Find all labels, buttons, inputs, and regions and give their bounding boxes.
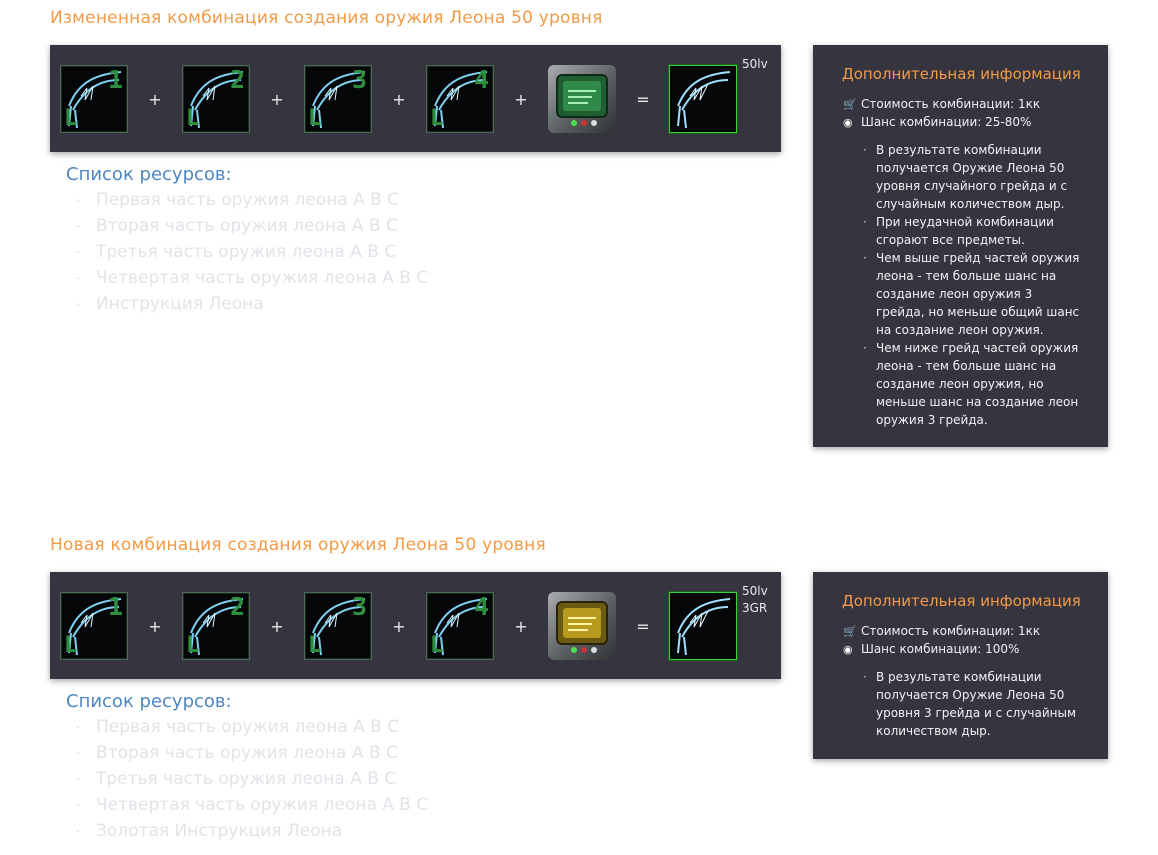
resource-item: ·Четвертая часть оружия леона А В С xyxy=(76,268,429,288)
combination-section-new: Новая комбинация создания оружия Леона 5… xyxy=(0,527,1158,855)
weapon-part-slot-1[interactable]: 1 L xyxy=(60,65,128,133)
grade-letter: L xyxy=(186,633,200,658)
part-number: 4 xyxy=(473,592,489,621)
resources-title: Список ресурсов: xyxy=(66,164,232,185)
info-title: Дополнительная информация xyxy=(842,592,1081,610)
weapon-part-slot-2[interactable]: 2 L xyxy=(182,65,250,133)
combination-cost: 🛒Стоимость комбинации: 1кк xyxy=(843,624,1041,638)
grade-letter: L xyxy=(186,106,200,131)
info-title: Дополнительная информация xyxy=(842,65,1081,83)
info-note: В результате комбинации получается Оружи… xyxy=(863,668,1083,740)
weapon-part-slot-4[interactable]: 4 L xyxy=(426,65,494,133)
part-number: 2 xyxy=(229,592,245,621)
section-title: Новая комбинация создания оружия Леона 5… xyxy=(50,535,546,555)
plus-sign: + xyxy=(148,617,162,636)
result-level-label: 50lv xyxy=(742,57,768,71)
resource-item: ·Вторая часть оружия леона А В С xyxy=(76,743,398,763)
info-note: В результате комбинации получается Оружи… xyxy=(863,141,1083,213)
plus-sign: + xyxy=(270,90,284,109)
part-number: 2 xyxy=(229,65,245,94)
plus-sign: + xyxy=(270,617,284,636)
combination-section-modified: Измененная комбинация создания оружия Ле… xyxy=(0,0,1158,470)
leon-instruction-green-book-icon[interactable] xyxy=(548,65,616,133)
weapon-part-slot-2[interactable]: 2 L xyxy=(182,592,250,660)
additional-info-panel: Дополнительная информация 🛒Стоимость ком… xyxy=(813,45,1108,447)
part-number: 4 xyxy=(473,65,489,94)
info-note: Чем выше грейд частей оружия леона - тем… xyxy=(863,249,1083,339)
info-notes: В результате комбинации получается Оружи… xyxy=(863,668,1083,740)
part-number: 3 xyxy=(351,592,367,621)
plus-sign: + xyxy=(514,617,528,636)
plus-sign: + xyxy=(148,90,162,109)
resources-list: ·Первая часть оружия леона А В С ·Вторая… xyxy=(76,188,428,318)
grade-letter: L xyxy=(308,633,322,658)
resources-list: ·Первая часть оружия леона А В С ·Вторая… xyxy=(76,715,428,845)
part-number: 3 xyxy=(351,65,367,94)
additional-info-panel: Дополнительная информация 🛒Стоимость ком… xyxy=(813,572,1108,759)
weapon-part-slot-1[interactable]: 1 L xyxy=(60,592,128,660)
weapon-part-slot-4[interactable]: 4 L xyxy=(426,592,494,660)
weapon-part-slot-3[interactable]: 3 L xyxy=(304,592,372,660)
result-leon-weapon-slot[interactable] xyxy=(669,592,737,660)
plus-sign: + xyxy=(392,90,406,109)
recipe-panel: 1 L + 2 L + 3 L + 4 L + = xyxy=(50,45,781,152)
info-note: При неудачной комбинации сгорают все пре… xyxy=(863,213,1083,249)
info-notes: В результате комбинации получается Оружи… xyxy=(863,141,1083,429)
equals-sign: = xyxy=(636,617,650,636)
cart-icon: 🛒 xyxy=(843,98,857,111)
combination-chance: ◉Шанс комбинации: 100% xyxy=(843,642,1020,656)
grade-letter: L xyxy=(308,106,322,131)
resources-title: Список ресурсов: xyxy=(66,691,232,712)
combination-chance: ◉Шанс комбинации: 25-80% xyxy=(843,115,1032,129)
chance-icon: ◉ xyxy=(843,643,853,656)
plus-sign: + xyxy=(392,617,406,636)
equals-sign: = xyxy=(636,90,650,109)
resource-item: ·Третья часть оружия леона А В С xyxy=(76,242,397,262)
cart-icon: 🛒 xyxy=(843,625,857,638)
leon-instruction-gold-book-icon[interactable] xyxy=(548,592,616,660)
result-leon-weapon-slot[interactable] xyxy=(669,65,737,133)
resource-item: ·Золотая Инструкция Леона xyxy=(76,821,343,841)
part-number: 1 xyxy=(107,65,123,94)
part-number: 1 xyxy=(107,592,123,621)
grade-letter: L xyxy=(64,633,78,658)
combination-cost: 🛒Стоимость комбинации: 1кк xyxy=(843,97,1041,111)
resource-item: ·Первая часть оружия леона А В С xyxy=(76,190,400,210)
grade-letter: L xyxy=(64,106,78,131)
resource-item: ·Первая часть оружия леона А В С xyxy=(76,717,400,737)
resource-item: ·Вторая часть оружия леона А В С xyxy=(76,216,398,236)
weapon-part-slot-3[interactable]: 3 L xyxy=(304,65,372,133)
result-level-label: 50lv 3GR xyxy=(742,584,768,615)
resource-item: ·Инструкция Леона xyxy=(76,294,264,314)
resource-item: ·Четвертая часть оружия леона А В С xyxy=(76,795,429,815)
grade-letter: L xyxy=(430,106,444,131)
resource-item: ·Третья часть оружия леона А В С xyxy=(76,769,397,789)
recipe-panel: 1 L + 2 L + 3 L + 4 L + = 50lv 3GR xyxy=(50,572,781,679)
chance-icon: ◉ xyxy=(843,116,853,129)
plus-sign: + xyxy=(514,90,528,109)
grade-letter: L xyxy=(430,633,444,658)
info-note: Чем ниже грейд частей оружия леона - тем… xyxy=(863,339,1083,429)
section-title: Измененная комбинация создания оружия Ле… xyxy=(50,8,603,28)
